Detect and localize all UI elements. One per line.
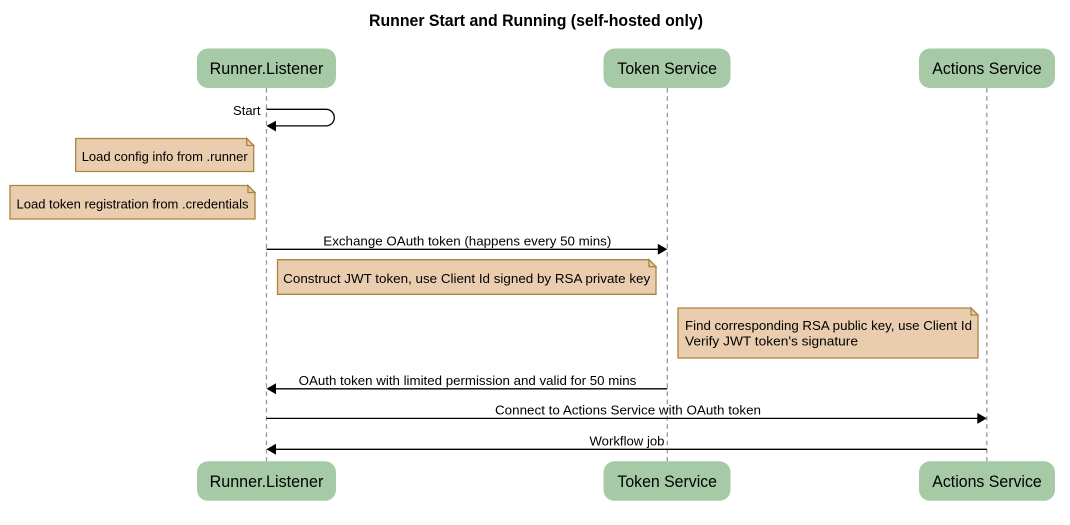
svg-text:Actions Service: Actions Service [932,472,1042,491]
svg-text:Connect to Actions Service wit: Connect to Actions Service with OAuth to… [495,403,761,418]
svg-text:Exchange OAuth token (happens: Exchange OAuth token (happens every 50 m… [323,233,611,248]
svg-text:OAuth token with limited permi: OAuth token with limited permission and … [299,373,637,388]
svg-text:Load config info from .runner: Load config info from .runner [82,149,249,164]
svg-text:Workflow job: Workflow job [590,433,665,448]
svg-text:Verify JWT token's signature: Verify JWT token's signature [685,334,858,349]
svg-text:Runner.Listener: Runner.Listener [210,59,324,78]
svg-text:Runner Start and Running (self: Runner Start and Running (self-hosted on… [369,11,703,30]
svg-text:Actions Service: Actions Service [932,59,1042,78]
svg-text:Runner.Listener: Runner.Listener [210,472,324,491]
svg-text:Start: Start [233,103,261,118]
svg-text:Token Service: Token Service [617,472,717,491]
svg-text:Construct JWT token, use Clien: Construct JWT token, use Client Id signe… [283,271,651,286]
svg-text:Load token registration from .: Load token registration from .credential… [17,196,249,211]
svg-text:Token Service: Token Service [617,59,717,78]
svg-text:Find corresponding RSA public: Find corresponding RSA public key, use C… [685,318,972,333]
